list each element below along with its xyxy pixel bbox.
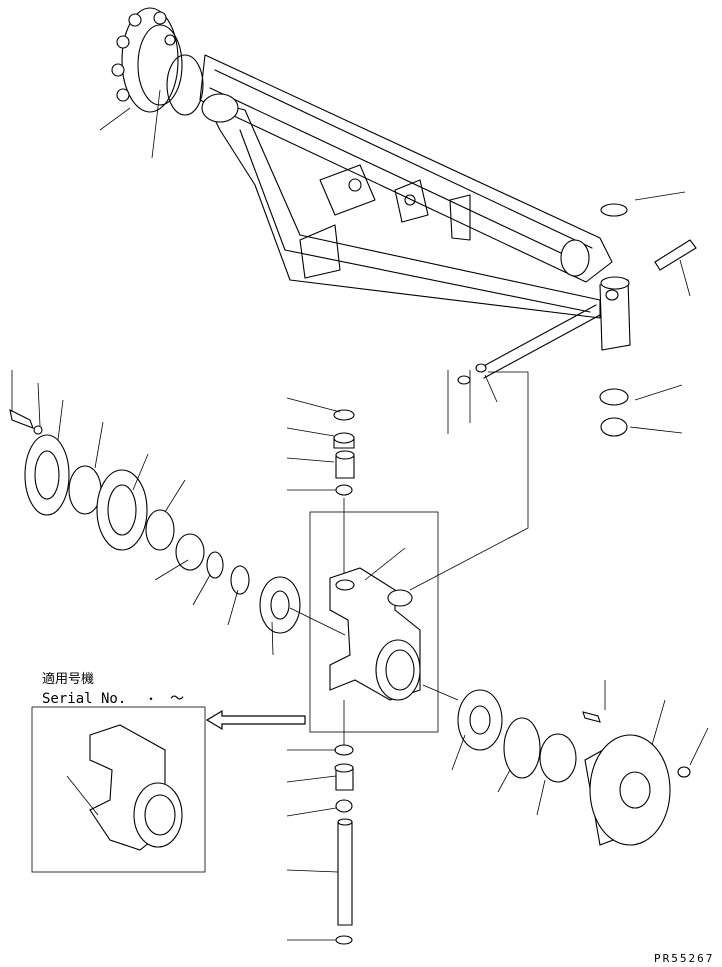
serial-from: ・ [145,692,157,706]
hub-nut [677,766,691,778]
front-axle-housing [111,7,631,379]
castle-nut [457,375,471,385]
tapered-bearing-right [457,689,503,751]
applicability-label: 適用号機 [42,671,94,687]
gasket-left [68,465,102,515]
thrust-washer-bottom [334,744,354,756]
hub-stud-bolt [582,711,601,723]
inset-arrow [205,709,306,731]
serial-range-symbol: ～ [170,691,184,707]
gasket-inner [145,509,175,551]
serial-inset [31,706,206,873]
cover-plate [24,434,70,516]
oil-seal-retainer [96,469,148,551]
drawing-code: PR55267 [654,952,714,965]
kingpin [337,821,353,926]
thrust-washer-upper [600,203,628,217]
washer-small [475,363,487,373]
wheel-hub [584,734,671,846]
kingpin-cap-lower [335,935,353,945]
pivot-bolt [654,239,697,271]
steering-knuckle [329,567,421,701]
kingpin-nut-upper [335,484,353,496]
lock-nut [206,551,224,579]
roller-bearing-small [175,533,205,571]
kingpin-cap-upper [333,409,355,421]
leader-lines [11,89,709,941]
hub-bolt [9,409,34,429]
serial-label: Serial No. [42,691,126,707]
bearing-race-right [539,733,577,783]
knuckle-box [309,511,439,733]
oil-seal-right [503,717,541,779]
bearing-nut [230,565,250,595]
bushing-lower [600,417,628,437]
thrust-washer-lower [599,388,629,406]
tapered-bearing-left [259,576,301,634]
lock-washer [33,425,43,435]
kingpin-nut-lower [335,799,353,813]
